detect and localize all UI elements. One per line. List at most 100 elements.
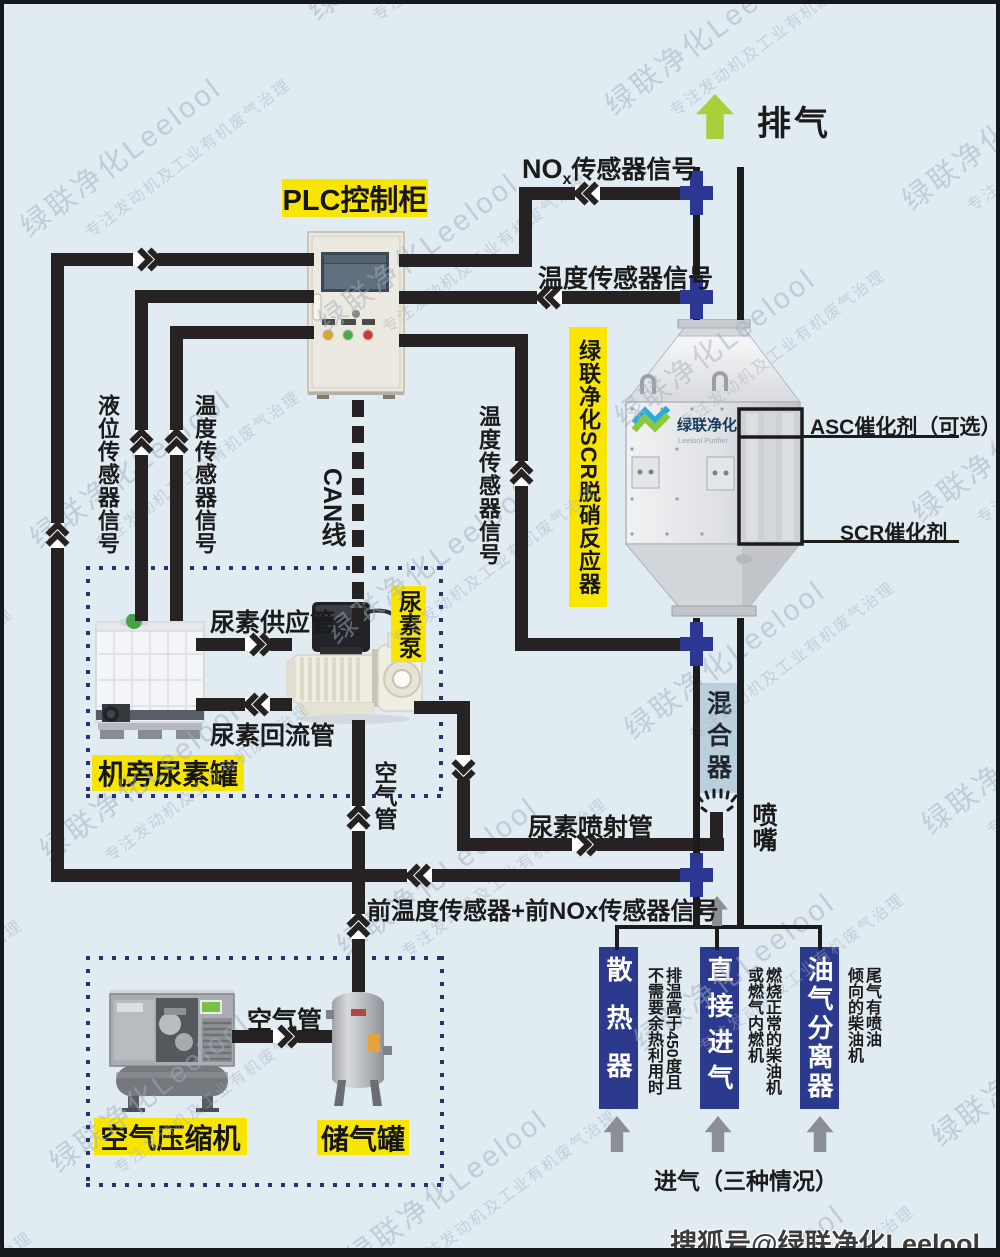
flow-arrow xyxy=(45,519,70,555)
pipe-line xyxy=(135,290,148,621)
flow-arrow xyxy=(129,426,154,462)
flow-arrow xyxy=(567,832,603,857)
pipe-line xyxy=(515,638,703,651)
urea-group-border-bottom xyxy=(86,794,443,798)
temp-signal-mid-label: 温度传感器信号 xyxy=(476,405,501,566)
duct-line xyxy=(737,167,744,320)
pipe-line xyxy=(135,290,314,303)
nox-signal-label: NOx传感器信号 xyxy=(522,154,697,188)
reactor-label: 绿联净化SCR脱硝反应器 xyxy=(569,327,607,607)
can-bus-line xyxy=(352,400,364,626)
asc-catalyst-label: ASC催化剂（可选） xyxy=(810,416,1000,439)
flow-arrow xyxy=(346,802,371,838)
pipe-line xyxy=(515,334,528,651)
pipe-line xyxy=(352,720,365,992)
level-signal-label: 液位传感器信号 xyxy=(95,394,120,555)
flow-arrow xyxy=(403,863,439,888)
pipe-line xyxy=(519,187,532,267)
urea-return-label: 尿素回流管 xyxy=(210,722,336,750)
pipe-line xyxy=(170,326,183,621)
intake-note-radiator: 排温高于450度且 不需要余热利用时 xyxy=(645,967,680,1095)
air-pipe-horizontal-label: 空气管 xyxy=(247,1007,323,1035)
urea-inject-label: 尿素喷射管 xyxy=(528,814,654,842)
flow-arrow xyxy=(571,181,607,206)
urea-tank-label: 机旁尿素罐 xyxy=(92,755,244,791)
pipe-line xyxy=(170,326,314,339)
duct-line xyxy=(802,540,959,543)
flow-arrow xyxy=(128,247,164,272)
intake-up-arrow xyxy=(603,1116,631,1152)
sohu-watermark: 搜狐号@绿联净化Leelool xyxy=(670,1229,980,1257)
duct-line xyxy=(693,618,700,929)
duct-line xyxy=(715,925,719,950)
urea-pump-label: 尿素泵 xyxy=(391,586,426,662)
pipe-connector xyxy=(680,275,713,319)
flow-arrow xyxy=(451,750,476,786)
flow-arrow xyxy=(533,285,569,310)
pipe-connector xyxy=(680,622,713,666)
urea-supply-label: 尿素供应管 xyxy=(210,609,336,637)
urea-group-border-top xyxy=(86,566,443,570)
pipe-line xyxy=(399,254,532,267)
plc-cabinet-photo xyxy=(307,231,405,399)
air-group-border-left xyxy=(86,956,90,1187)
intake-option-direct: 直接进气 xyxy=(700,947,739,1109)
flow-arrow xyxy=(268,1024,304,1049)
flow-arrow xyxy=(509,457,534,493)
intake-title: 进气（三种情况） xyxy=(654,1168,838,1194)
duct-line xyxy=(802,435,959,438)
flow-arrow xyxy=(240,632,276,657)
intake-note-direct: 燃烧正常的柴油机 或燃气内燃机 xyxy=(745,967,780,1095)
nozzle-label: 喷嘴 xyxy=(749,802,777,852)
pipe-line xyxy=(414,701,470,714)
intake-option-separator: 油气分离器 xyxy=(800,947,839,1109)
air-compressor-photo xyxy=(109,990,235,1112)
air-receiver-tank-photo xyxy=(326,986,392,1106)
urea-group-border-right xyxy=(439,566,443,798)
air-pipe-vertical-label: 空气管 xyxy=(371,761,397,830)
pipe-connector xyxy=(680,171,713,215)
duct-line xyxy=(615,925,619,950)
air-group-border-bottom xyxy=(86,1183,444,1187)
intake-up-arrow xyxy=(704,1116,732,1152)
duct-line xyxy=(693,167,700,320)
air-compressor-label: 空气压缩机 xyxy=(94,1118,247,1155)
pipe-line xyxy=(519,187,703,200)
pipe-line xyxy=(51,253,64,882)
flow-arrow xyxy=(164,426,189,462)
exhaust-up-arrow xyxy=(696,94,734,139)
pipe-line xyxy=(399,334,528,347)
duct-line xyxy=(818,925,822,950)
svg-text:Leelool Purifier: Leelool Purifier xyxy=(678,436,729,445)
temp-signal-top-label: 温度传感器信号 xyxy=(538,265,714,293)
flow-arrow xyxy=(346,910,371,946)
air-tank-label: 储气罐 xyxy=(317,1120,409,1155)
mixer-label: 混合器 xyxy=(703,690,732,786)
scr-reactor-photo: 绿联净化 Leelool Purifier xyxy=(624,319,804,617)
front-sensors-label: 前温度传感器+前NOx传感器信号 xyxy=(367,898,719,925)
intake-option-radiator: 散热器 xyxy=(599,947,638,1109)
plc-label: PLC控制柜 xyxy=(282,179,428,217)
can-line-label: CAN线 xyxy=(318,468,346,548)
intake-note-separator: 尾气有喷油 倾向的柴油机 xyxy=(845,967,880,1063)
mixer-box: 混合器 xyxy=(698,683,737,793)
pipe-line xyxy=(51,253,314,266)
urea-tank-photo xyxy=(95,614,205,739)
flow-arrow xyxy=(241,692,277,717)
intake-up-arrow xyxy=(806,1116,834,1152)
duct-line xyxy=(737,618,744,929)
pipe-line xyxy=(710,812,723,851)
temp-signal-left-label: 温度传感器信号 xyxy=(192,394,217,555)
air-group-border-right xyxy=(440,956,444,1187)
air-group-border-top xyxy=(86,956,444,960)
urea-group-border-left xyxy=(86,566,90,798)
